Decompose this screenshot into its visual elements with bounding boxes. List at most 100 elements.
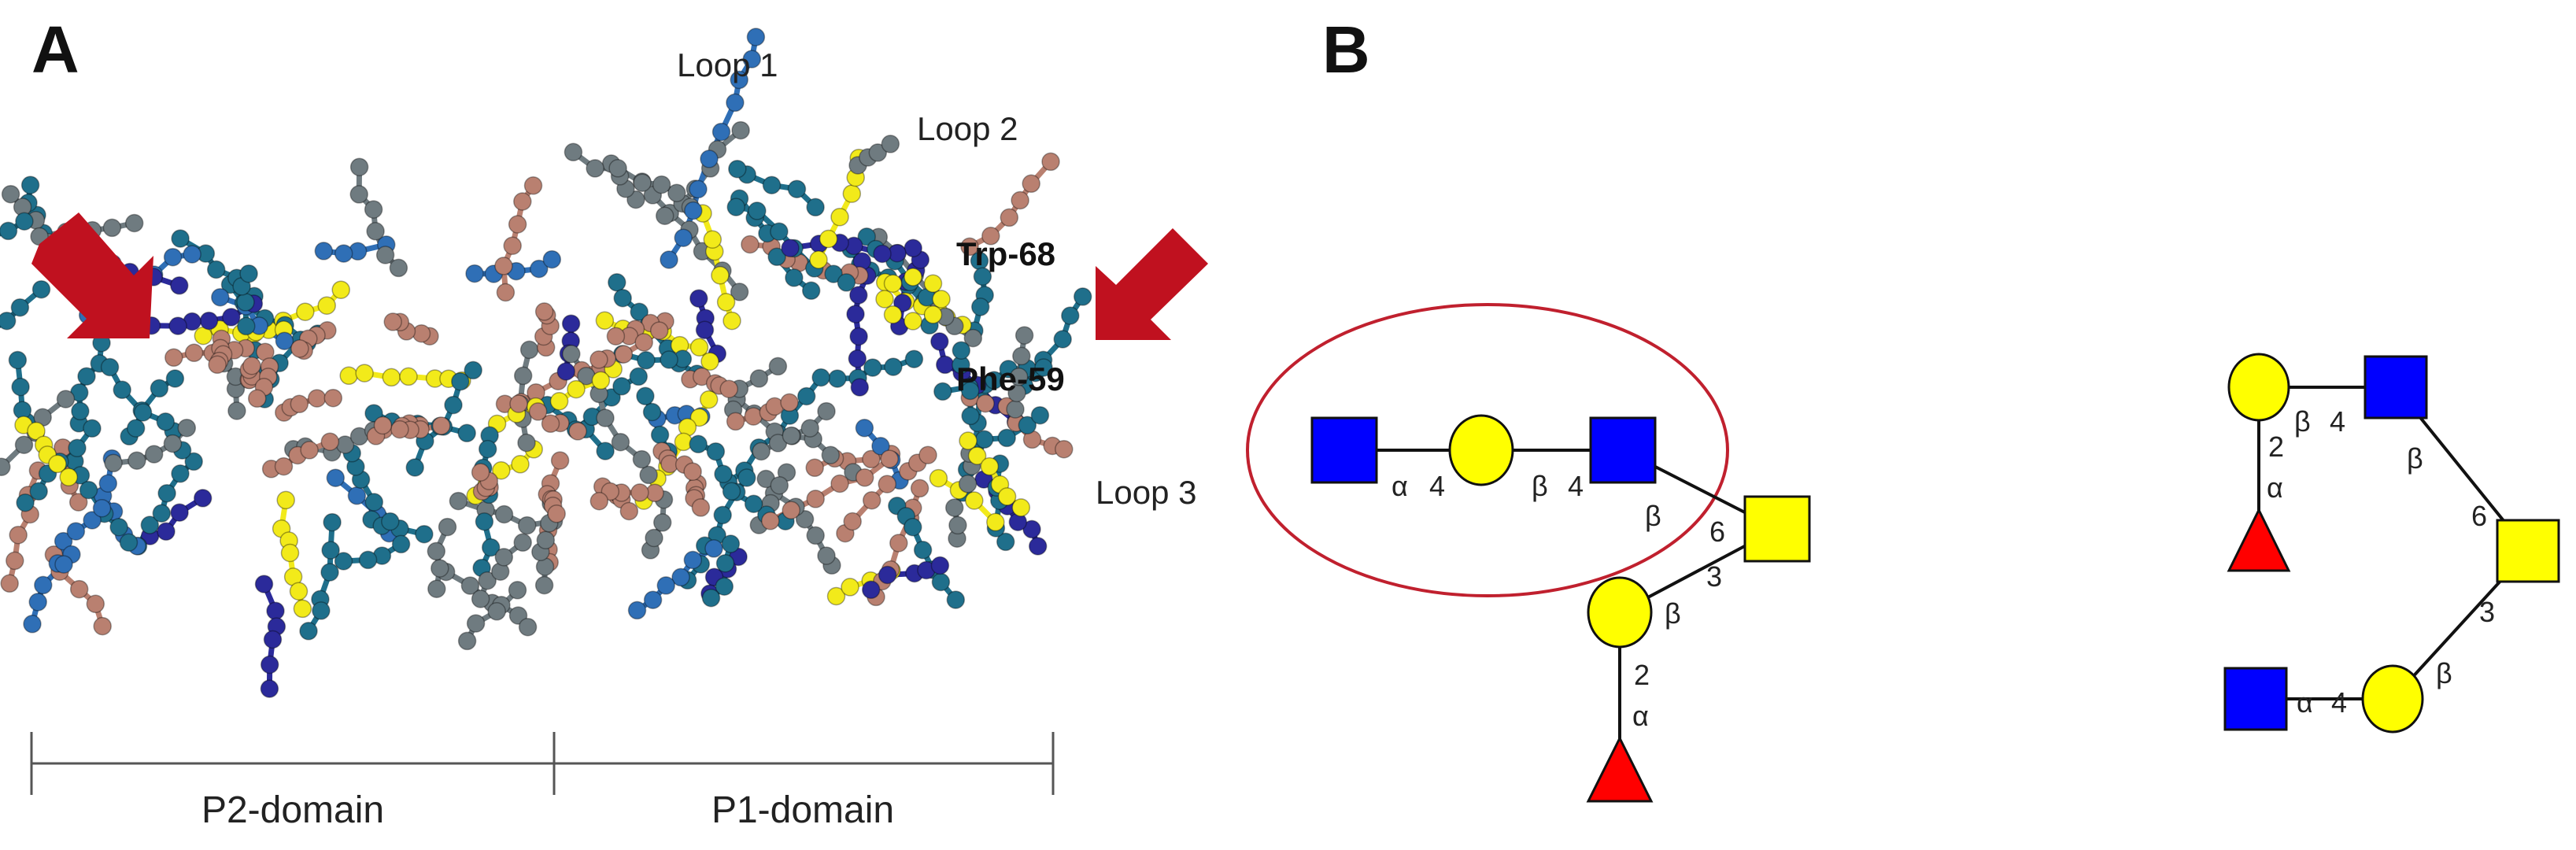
phe59-label: Phe-59 bbox=[956, 360, 1065, 397]
residue-atom bbox=[478, 439, 497, 459]
residue-atom bbox=[211, 287, 230, 307]
r-link-pos-6: 6 bbox=[2471, 500, 2487, 532]
residue-atom bbox=[415, 524, 434, 544]
loop1-atom bbox=[746, 28, 766, 46]
loop2-atom bbox=[868, 143, 888, 162]
residue-atom bbox=[460, 576, 480, 595]
residue-atom bbox=[811, 368, 830, 387]
residue-atom bbox=[59, 468, 78, 486]
residue-atom bbox=[508, 215, 527, 234]
residue-atom bbox=[770, 222, 789, 241]
residue-atom bbox=[79, 480, 98, 500]
residue-atom bbox=[1011, 190, 1029, 210]
residue-atom bbox=[1073, 287, 1092, 306]
residue-atom bbox=[542, 249, 562, 269]
residue-atom bbox=[366, 222, 385, 241]
core-atom bbox=[528, 402, 548, 421]
residue-atom bbox=[762, 176, 782, 194]
residue-atom bbox=[596, 442, 615, 460]
residue-atom bbox=[737, 468, 756, 487]
residue-atom bbox=[715, 553, 735, 573]
residue-atom bbox=[236, 293, 255, 312]
residue-atom bbox=[689, 289, 708, 308]
residue-atom bbox=[334, 552, 353, 571]
r-link-alpha-bottom: α bbox=[2297, 686, 2313, 719]
loop2-atom bbox=[842, 184, 862, 203]
residue-atom bbox=[0, 221, 18, 241]
core-atom bbox=[509, 394, 528, 413]
loop3-label: Loop 3 bbox=[1096, 474, 1196, 511]
residue-atom bbox=[494, 548, 514, 567]
structure-atoms bbox=[0, 28, 1092, 698]
residue-atom bbox=[157, 483, 176, 503]
residue-atom bbox=[805, 458, 824, 478]
core-atom bbox=[274, 456, 294, 476]
residue-atom bbox=[889, 534, 908, 552]
residue-atom bbox=[364, 200, 383, 219]
residue-atom bbox=[656, 576, 675, 595]
right-glycan: β 4 2 α β 6 3 β α 4 bbox=[2223, 353, 2560, 734]
trp68-atom bbox=[923, 274, 943, 293]
residue-atom bbox=[381, 512, 400, 531]
core-atom bbox=[208, 355, 227, 375]
r-link-beta-bottom: β bbox=[2436, 657, 2452, 689]
residue-atom bbox=[748, 201, 767, 220]
residue-atom bbox=[970, 298, 990, 316]
residue-atom bbox=[140, 516, 160, 534]
residue-atom bbox=[170, 276, 189, 295]
residue-atom bbox=[152, 504, 172, 523]
core-atom bbox=[614, 345, 634, 364]
residue-atom bbox=[444, 395, 463, 415]
core-atom bbox=[780, 393, 799, 412]
residue-atom bbox=[513, 533, 532, 552]
domain-scale-bar: P2-domain P1-domain bbox=[30, 732, 1055, 831]
residue-atom bbox=[795, 509, 815, 529]
loop1-atom bbox=[689, 179, 708, 199]
residue-atom bbox=[1000, 208, 1019, 227]
fuc-triangle bbox=[1586, 735, 1654, 803]
residue-atom bbox=[276, 490, 295, 510]
r-link-beta-mid: β bbox=[2407, 442, 2423, 475]
residue-atom bbox=[849, 286, 868, 305]
residue-atom bbox=[878, 475, 896, 493]
residue-atom bbox=[723, 311, 741, 331]
core-atom bbox=[383, 312, 402, 331]
residue-atom bbox=[817, 401, 836, 421]
residue-atom bbox=[689, 408, 709, 427]
core-atom bbox=[290, 394, 309, 414]
residue-atom bbox=[958, 475, 978, 493]
residue-atom bbox=[639, 465, 658, 485]
residue-atom bbox=[629, 367, 649, 386]
residue-atom bbox=[20, 176, 40, 194]
trp68-atom bbox=[904, 312, 922, 331]
residue-atom bbox=[946, 590, 966, 609]
gal-circle-middle bbox=[1448, 414, 1514, 486]
residue-atom bbox=[487, 602, 506, 621]
residue-atom bbox=[826, 586, 846, 606]
residue-atom bbox=[700, 352, 719, 371]
residue-atom bbox=[837, 273, 856, 292]
residue-atom bbox=[652, 513, 672, 532]
residue-atom bbox=[806, 526, 825, 545]
trp68-atom bbox=[932, 290, 951, 309]
core-atom bbox=[691, 498, 711, 517]
residue-atom bbox=[1028, 537, 1048, 556]
left-glycan: α 4 β 4 β 6 3 β 2 α bbox=[1246, 303, 1811, 803]
residue-atom bbox=[334, 244, 353, 263]
residue-atom bbox=[77, 367, 96, 386]
residue-atom bbox=[643, 590, 663, 609]
residue-atom bbox=[1018, 416, 1037, 434]
residue-atom bbox=[296, 302, 315, 321]
residue-atom bbox=[986, 512, 1005, 532]
residue-atom bbox=[567, 379, 586, 399]
residue-atom bbox=[728, 159, 747, 179]
residue-atom bbox=[508, 606, 528, 625]
residue-atom bbox=[1022, 174, 1040, 194]
residue-atom bbox=[768, 434, 788, 453]
residue-atom bbox=[254, 575, 274, 593]
residue-atom bbox=[144, 445, 164, 464]
residue-atom bbox=[855, 468, 874, 487]
loop3-atom bbox=[997, 487, 1017, 506]
residue-atom bbox=[263, 630, 283, 649]
core-atom bbox=[184, 343, 204, 363]
